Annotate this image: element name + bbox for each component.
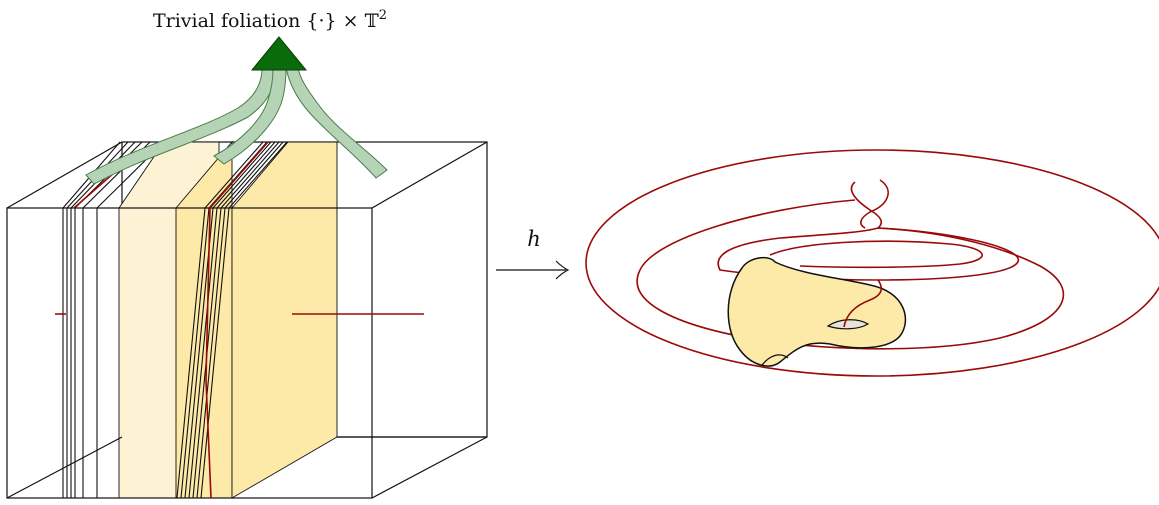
green-arrowhead (250, 36, 308, 71)
cube-edge-top-left (6, 141, 123, 209)
trivial-foliation-label: Trivial foliation {·} × 𝕋2 (153, 8, 387, 32)
cube-edge-bottom-left (6, 436, 123, 499)
solid-torus-lip (761, 354, 789, 366)
foliated-cube: Trivial foliation {·} × 𝕋2 (6, 8, 488, 499)
cube-edge-bottom-right (371, 436, 488, 499)
knot-through-torus (843, 279, 882, 328)
map-label: h (527, 227, 541, 251)
map-arrow-head (555, 260, 570, 280)
map-h: h (496, 227, 570, 280)
cube-edge-top-right (371, 141, 488, 209)
trivial-foliation-arrows (85, 36, 388, 185)
solid-torus-hole (826, 319, 870, 330)
solid-torus-body (727, 256, 907, 367)
knot-inner-loop-b (769, 240, 983, 269)
knot-crossing-over (860, 179, 889, 229)
knot-middle-loop (636, 181, 1065, 350)
leaf-yellow-right (231, 141, 338, 499)
leaves-middle-bundle (176, 141, 288, 499)
red-strand-middle (205, 141, 269, 499)
knot-outer-loop (585, 149, 1159, 377)
torus-knot-figure (585, 149, 1159, 377)
